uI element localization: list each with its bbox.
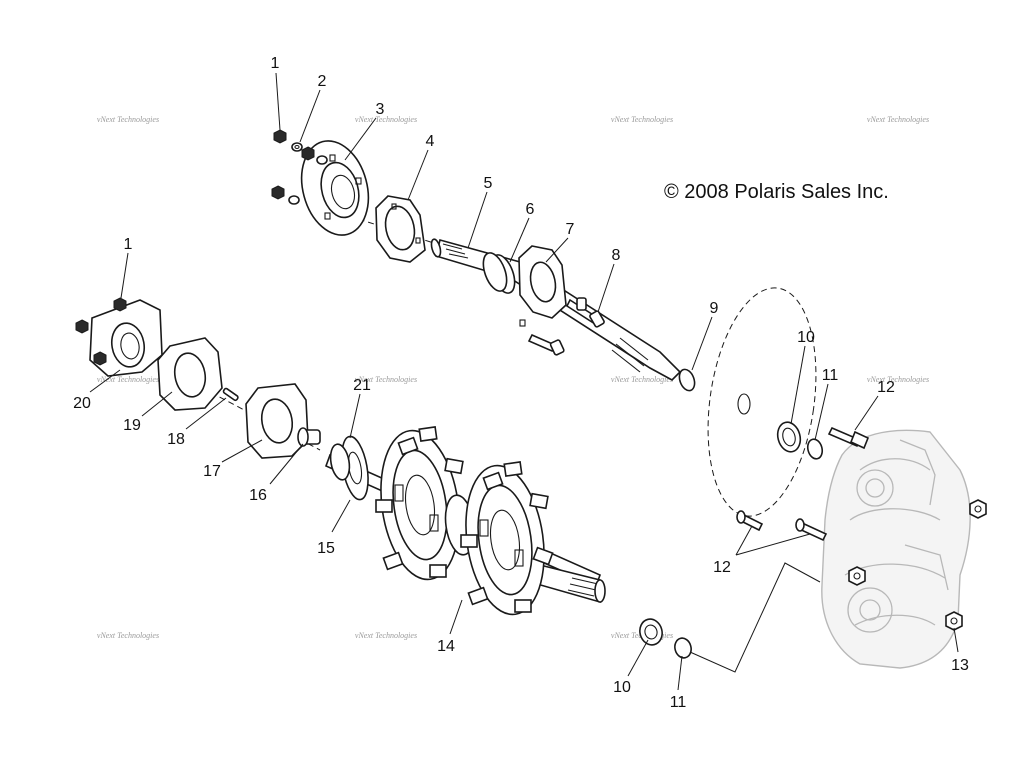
- shaft-bearing-plate: [518, 245, 567, 327]
- callout-19: 19: [123, 417, 141, 434]
- upper-nuts-washers: [271, 129, 328, 205]
- watermark: vNext Technologies: [355, 115, 417, 124]
- callout-1: 1: [124, 236, 133, 253]
- dowel-pin: [222, 387, 239, 402]
- chaincase-bolt-upper: [827, 426, 870, 450]
- callout-9: 9: [710, 300, 719, 317]
- watermark: vNext Technologies: [867, 115, 929, 124]
- callout-5: 5: [484, 175, 493, 192]
- bearing-cap: [75, 297, 163, 377]
- callout-7: 7: [566, 221, 575, 238]
- watermark: vNext Technologies: [97, 115, 159, 124]
- watermark: vNext Technologies: [97, 375, 159, 384]
- bearing-gasket: [375, 195, 426, 263]
- callout-15: 15: [317, 540, 335, 557]
- cap-gasket: [157, 337, 223, 411]
- driven-sprocket-outline: [707, 287, 817, 517]
- callout-11: 11: [670, 694, 687, 711]
- callout-1: 1: [271, 55, 280, 72]
- watermark: vNext Technologies: [867, 375, 929, 384]
- callout-13: 13: [951, 657, 969, 674]
- callout-6: 6: [526, 201, 535, 218]
- bearing-plate: [300, 140, 370, 236]
- watermark: vNext Technologies: [611, 115, 673, 124]
- chaincase-bolts-lower: [736, 510, 828, 542]
- drive-shaft: [430, 238, 682, 381]
- chaincase-nuts: [848, 499, 987, 631]
- drive-track-shaft: [324, 426, 606, 616]
- watermark: vNext Technologies: [355, 375, 417, 384]
- callout-labels: 1 2 3 4 5 6 7 8 9 10 11 12 1 21 20 19 18…: [73, 55, 969, 711]
- bearing-16: [297, 427, 321, 447]
- callout-10: 10: [797, 329, 815, 346]
- callout-4: 4: [426, 133, 435, 150]
- callout-11: 11: [822, 367, 839, 384]
- callout-14: 14: [437, 638, 455, 655]
- callout-12: 12: [877, 379, 895, 396]
- watermark: vNext Technologies: [355, 631, 417, 640]
- copyright-notice: © 2008 Polaris Sales Inc.: [664, 181, 889, 203]
- callout-21: 21: [353, 377, 371, 394]
- callout-20: 20: [73, 395, 91, 412]
- watermark: vNext Technologies: [611, 375, 673, 384]
- upper-bearing: [776, 421, 824, 460]
- upper-bolts: [527, 297, 605, 356]
- callout-8: 8: [612, 247, 621, 264]
- drive-gasket: [245, 383, 309, 459]
- callout-3: 3: [376, 101, 385, 118]
- callout-17: 17: [203, 463, 221, 480]
- leader-lines: [89, 72, 959, 691]
- chaincase-housing: [821, 429, 971, 669]
- callout-2: 2: [318, 73, 327, 90]
- callout-10: 10: [613, 679, 631, 696]
- callout-18: 18: [167, 431, 185, 448]
- assembly-reference-line: [689, 562, 821, 673]
- callout-12: 12: [713, 559, 731, 576]
- watermark: vNext Technologies: [97, 631, 159, 640]
- upper-snap-ring: [678, 368, 696, 392]
- callout-16: 16: [249, 487, 267, 504]
- lower-bearing: [639, 618, 692, 659]
